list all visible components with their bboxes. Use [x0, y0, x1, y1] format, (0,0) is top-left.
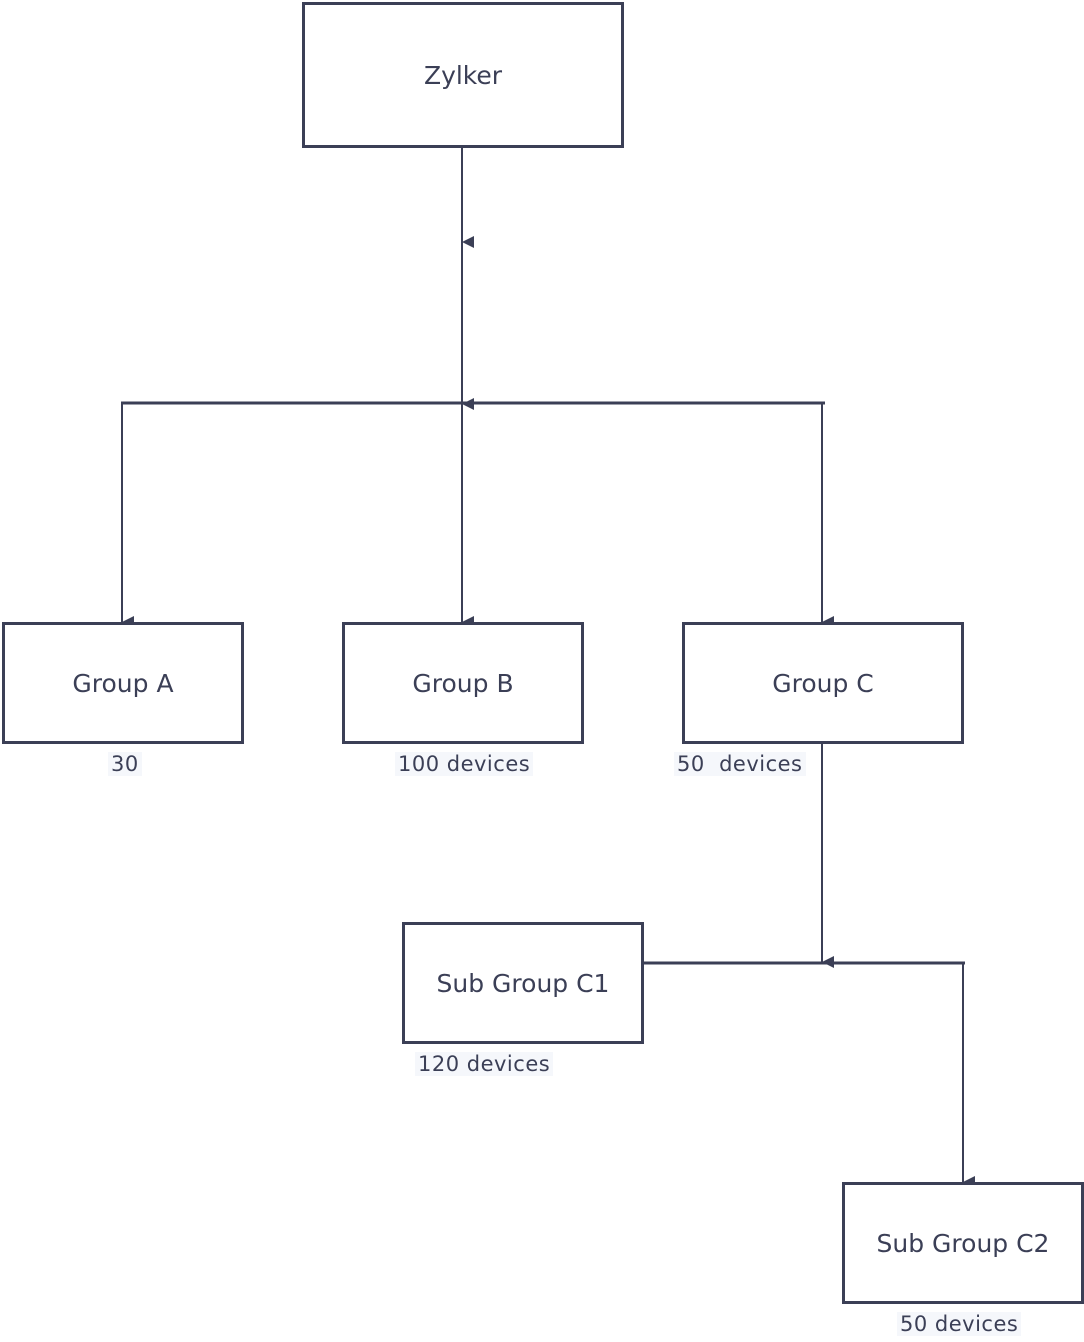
- node-group-a: Group A: [2, 622, 244, 744]
- sub-group-c2-count: 50 devices: [897, 1312, 1022, 1336]
- node-zylker-label: Zylker: [423, 60, 503, 90]
- group-c-count: 50 devices: [674, 752, 806, 776]
- node-sub-group-c2-label: Sub Group C2: [876, 1228, 1050, 1258]
- group-a-count: 30: [108, 752, 142, 776]
- node-group-a-label: Group A: [72, 668, 174, 698]
- node-group-c: Group C: [682, 622, 964, 744]
- group-b-count: 100 devices: [395, 752, 534, 776]
- node-group-b-label: Group B: [412, 668, 514, 698]
- node-sub-group-c1-label: Sub Group C1: [436, 968, 610, 998]
- sub-group-c1-count: 120 devices: [415, 1052, 554, 1076]
- node-group-c-label: Group C: [772, 668, 874, 698]
- node-sub-group-c1: Sub Group C1: [402, 922, 644, 1044]
- node-zylker: Zylker: [302, 2, 624, 148]
- node-sub-group-c2: Sub Group C2: [842, 1182, 1084, 1304]
- node-group-b: Group B: [342, 622, 584, 744]
